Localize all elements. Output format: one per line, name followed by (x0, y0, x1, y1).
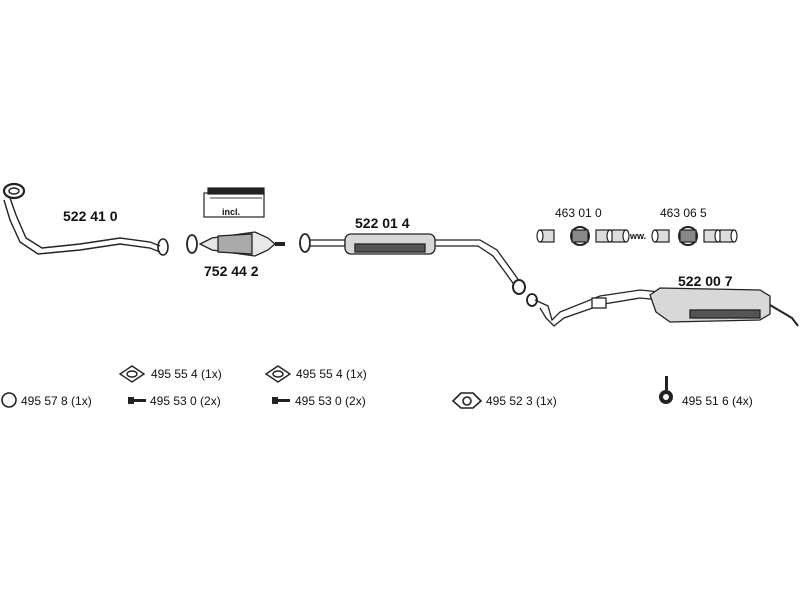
rear-silencer-label: 522 00 7 (678, 273, 733, 289)
middle-pipe (299, 233, 526, 295)
front-pipe-label: 522 41 0 (63, 208, 118, 224)
bolt-icon (272, 397, 290, 404)
bolt-1-label: 495 53 0 (2x) (150, 394, 221, 408)
middle-pipe-label: 522 01 4 (355, 215, 410, 231)
catalyst-label: 752 44 2 (204, 263, 259, 279)
flange-gasket-icon (451, 392, 483, 409)
clamp-a-label: 463 01 0 (555, 206, 602, 220)
gasket-2-label: 495 55 4 (1x) (296, 367, 367, 381)
catalyst (186, 231, 285, 257)
hanger-icon (659, 376, 673, 404)
catalyst-box (203, 187, 265, 218)
front-pipe (2, 182, 169, 256)
bolt-2-label: 495 53 0 (2x) (295, 394, 366, 408)
ring-icon (1, 392, 17, 408)
clamp-b-label: 463 06 5 (660, 206, 707, 220)
clamp-separator: ww. (630, 231, 647, 241)
catalyst-incl-label: incl. (222, 207, 241, 217)
ring-label: 495 57 8 (1x) (21, 394, 92, 408)
bolt-icon (128, 397, 146, 404)
rear-silencer (526, 287, 799, 327)
gasket-1-label: 495 55 4 (1x) (151, 367, 222, 381)
hanger-label: 495 51 6 (4x) (682, 394, 753, 408)
gasket-icon (264, 365, 292, 383)
flange-gasket-label: 495 52 3 (1x) (486, 394, 557, 408)
gasket-icon (118, 365, 146, 383)
clamps (536, 226, 738, 246)
